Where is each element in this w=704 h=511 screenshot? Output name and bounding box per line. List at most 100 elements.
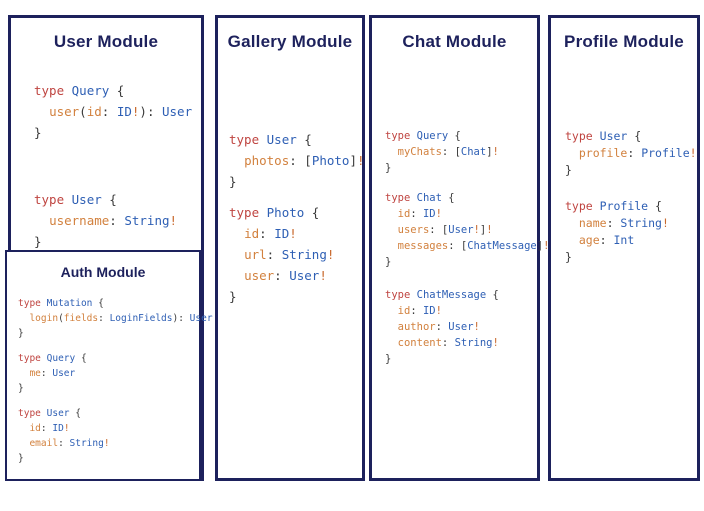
code-token-p: { xyxy=(486,289,499,301)
code-line: } xyxy=(18,381,87,396)
code-token-t: Photo xyxy=(266,205,305,220)
code-token-f: age xyxy=(578,233,600,247)
code-token-p: : xyxy=(441,146,455,158)
code-token-p xyxy=(229,153,244,168)
code-token-p: { xyxy=(627,129,642,143)
code-token-f: user xyxy=(244,268,275,283)
code-token-t: User xyxy=(162,104,193,119)
code-token-p: { xyxy=(101,192,117,207)
gallery-module-title: Gallery Module xyxy=(227,32,353,51)
profile-module-title: Profile Module xyxy=(564,32,684,51)
code-line: type Query { xyxy=(18,351,87,366)
code-token-p: } xyxy=(565,250,572,264)
code-token-p: [ xyxy=(441,224,449,236)
code-token-f: id xyxy=(397,305,411,317)
code-line: type Chat { xyxy=(385,190,549,206)
code-token-p: ] xyxy=(479,224,487,236)
code-token-t: User xyxy=(599,129,628,143)
code-line: user(id: ID!): User xyxy=(34,101,192,122)
code-token-t: String xyxy=(620,216,662,230)
code-token-f: id xyxy=(244,226,260,241)
code-token-p: : xyxy=(410,208,423,220)
code-block: type Profile { name: String! age: Int} xyxy=(565,198,669,266)
code-block: type Query { myChats: [Chat]!} xyxy=(385,128,499,176)
code-token-k: type xyxy=(229,132,260,147)
code-line: url: String! xyxy=(229,244,334,265)
code-token-b: ! xyxy=(435,305,442,317)
code-token-p xyxy=(565,216,579,230)
code-line: type User { xyxy=(18,406,110,421)
code-token-f: url xyxy=(244,247,267,262)
auth-module-panel: Auth Module type Mutation { login(fields… xyxy=(5,250,213,481)
code-token-t: Query xyxy=(71,83,110,98)
code-token-t: ID xyxy=(422,305,436,317)
code-token-p xyxy=(385,208,398,220)
code-token-p: : xyxy=(429,224,442,236)
code-token-p xyxy=(229,268,244,283)
code-token-f: content xyxy=(397,337,442,349)
code-token-p: : xyxy=(101,104,117,119)
code-token-p xyxy=(385,337,398,349)
code-line: } xyxy=(34,122,192,143)
code-token-k: type xyxy=(565,129,593,143)
code-token-t: Mutation xyxy=(46,298,93,309)
code-token-t: Profile xyxy=(641,146,690,160)
code-token-p: : xyxy=(40,423,53,434)
code-token-f: users xyxy=(397,224,430,236)
code-token-p: [ xyxy=(454,146,461,158)
code-line: author: User! xyxy=(385,319,499,335)
code-token-k: type xyxy=(229,205,260,220)
code-token-p xyxy=(64,192,72,207)
code-token-p: : xyxy=(441,337,455,349)
code-token-p: : xyxy=(289,153,305,168)
code-token-k: type xyxy=(385,130,411,142)
code-line: } xyxy=(34,231,177,252)
code-token-k: type xyxy=(385,192,411,204)
code-line: } xyxy=(385,254,549,270)
code-line: id: ID! xyxy=(385,303,499,319)
code-token-p: ] xyxy=(486,146,493,158)
auth-module-code: type Mutation { login(fields: LoginField… xyxy=(7,252,213,479)
code-token-p: } xyxy=(229,289,237,304)
code-token-p: { xyxy=(304,205,320,220)
code-token-f: username xyxy=(49,213,110,228)
code-token-t: User xyxy=(448,321,474,333)
code-token-p: } xyxy=(565,163,572,177)
code-token-f: id xyxy=(397,208,411,220)
code-token-b: ! xyxy=(661,216,669,230)
code-token-p xyxy=(565,233,579,247)
code-token-t: User xyxy=(289,268,320,283)
chat-module-code: type Query { myChats: [Chat]!}type Chat … xyxy=(372,18,549,478)
code-token-p xyxy=(593,129,600,143)
code-token-p: } xyxy=(385,256,392,268)
code-token-p: : xyxy=(599,233,614,247)
code-token-f: email xyxy=(29,438,59,449)
code-block: type ChatMessage { id: ID! author: User!… xyxy=(385,287,499,367)
code-token-b: ! xyxy=(319,268,327,283)
code-token-b: ! xyxy=(492,337,499,349)
code-line: type Profile { xyxy=(565,198,669,215)
code-line: me: User xyxy=(18,366,87,381)
code-line: } xyxy=(385,351,499,367)
code-block: type Chat { id: ID! users: [User!]! mess… xyxy=(385,190,549,270)
code-token-t: String xyxy=(281,247,327,262)
code-token-p: } xyxy=(18,328,24,339)
code-token-f: me xyxy=(29,368,41,379)
code-token-p: : xyxy=(627,146,642,160)
code-token-p: { xyxy=(75,353,87,364)
code-token-p xyxy=(385,305,398,317)
code-line: id: ID! xyxy=(229,223,334,244)
code-token-p: { xyxy=(109,83,125,98)
code-token-t: User xyxy=(52,368,76,379)
code-token-p xyxy=(385,321,398,333)
code-token-p: : xyxy=(266,247,282,262)
code-token-p: { xyxy=(648,199,662,213)
code-line: type Mutation { xyxy=(18,296,213,311)
code-token-p: [ xyxy=(460,240,468,252)
code-token-t: User xyxy=(71,192,102,207)
code-token-k: type xyxy=(18,298,41,309)
code-token-t: Query xyxy=(416,130,449,142)
code-line: type User { xyxy=(565,128,697,145)
code-line: myChats: [Chat]! xyxy=(385,144,499,160)
